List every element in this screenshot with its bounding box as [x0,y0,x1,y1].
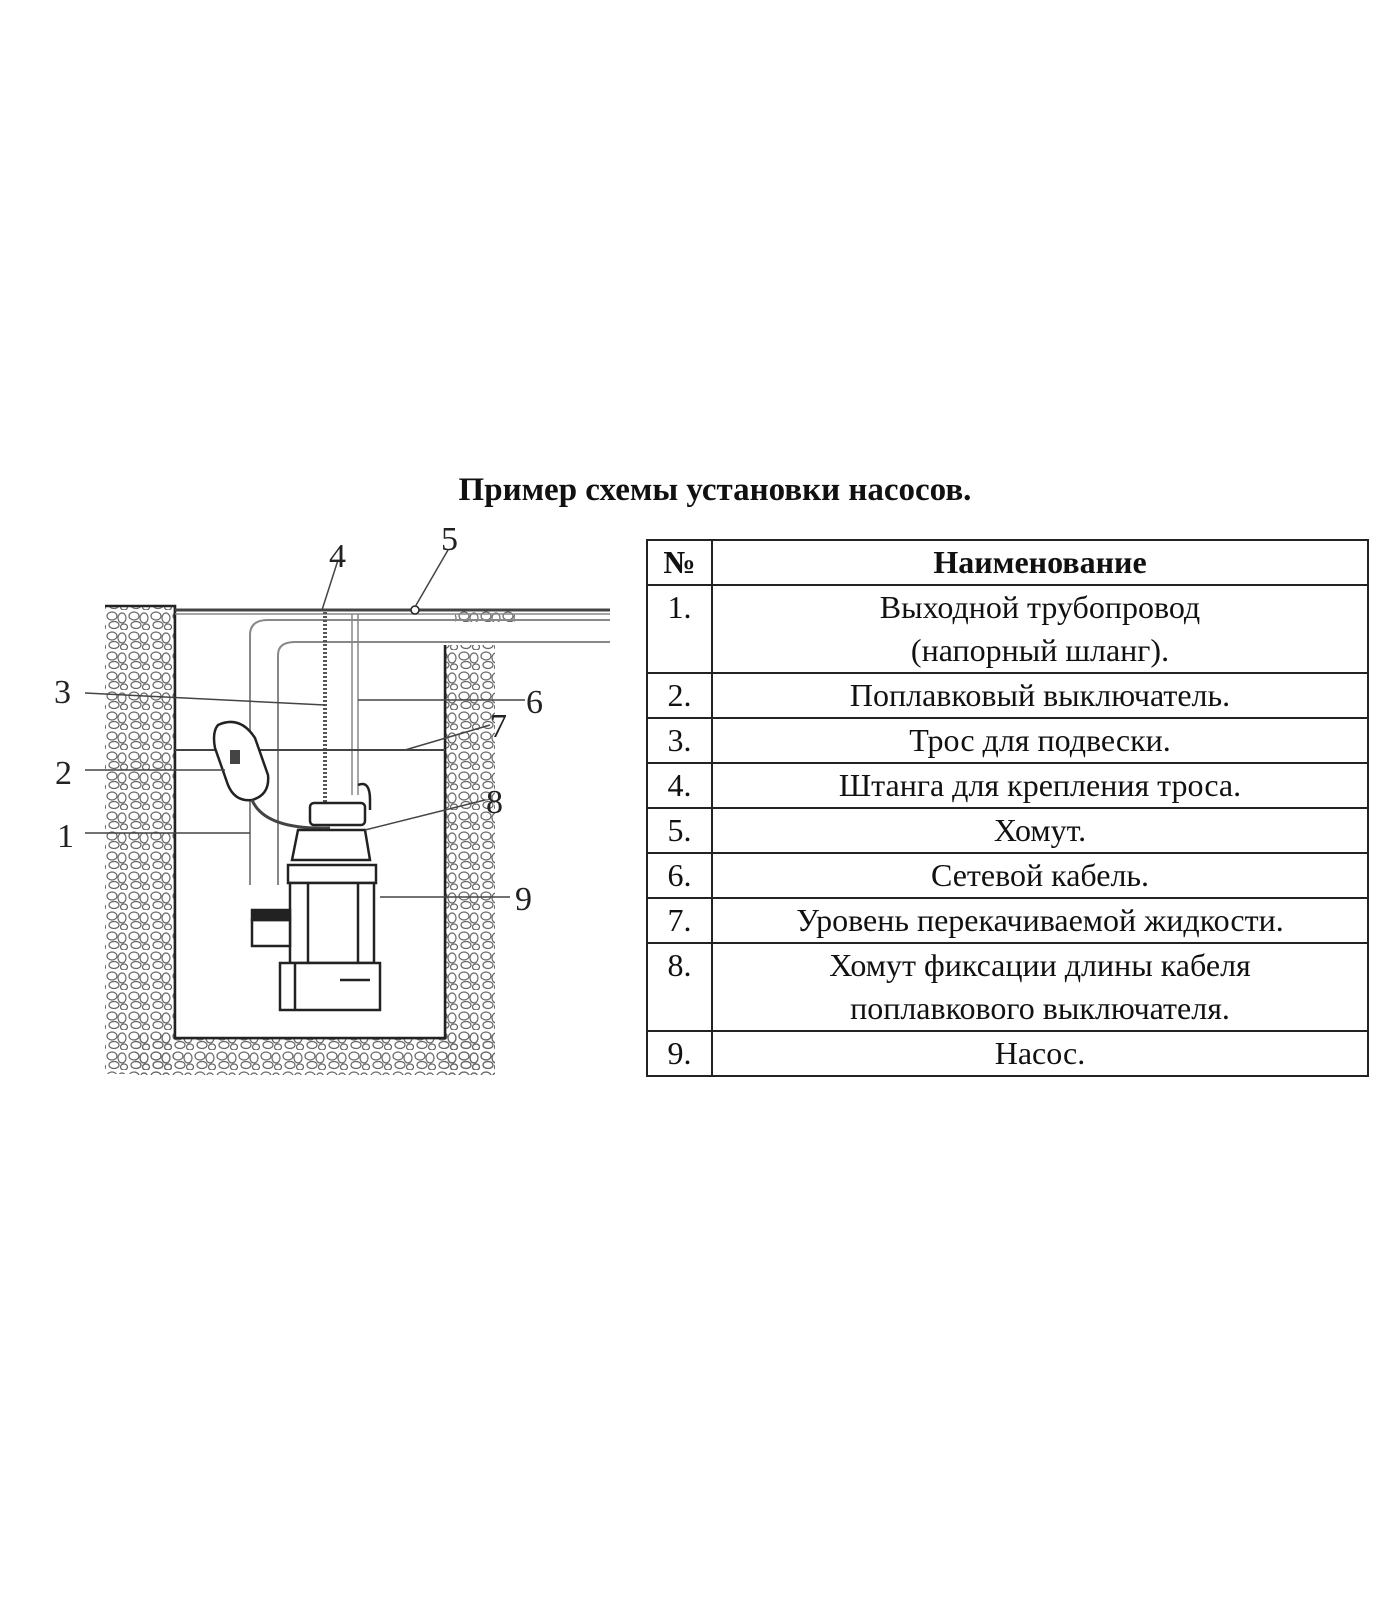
row-number: 9. [646,1030,713,1077]
row-name-line: Поплавковый выключатель. [849,677,1231,713]
clamp [410,605,420,615]
row-number: 2. [646,672,713,719]
table-row: 9. Насос. [646,1030,1369,1077]
left-wall-gravel [105,606,175,1074]
callout-9: 9 [515,881,532,918]
table-row: 8. Хомут фиксации длины кабеля поплавковог… [646,942,1369,1032]
table-header-row: № Наименование [646,539,1369,586]
floor-gravel [135,1035,495,1075]
table-row: 3. Трос для подвески. [646,717,1369,764]
row-name: Хомут фиксации длины кабеля поплавкового … [711,942,1369,1032]
parts-legend-table: № Наименование 1. Выходной трубопровод (на… [646,539,1369,1077]
row-name: Трос для подвески. [711,717,1369,764]
callout-7: 7 [490,708,507,745]
callout-3: 3 [54,674,71,711]
callout-5: 5 [441,521,458,558]
callout-8: 8 [486,784,503,821]
row-number: 8. [646,942,713,1032]
row-name-line: Хомут. [993,812,1087,848]
table-row: 1. Выходной трубопровод (напорный шланг). [646,584,1369,674]
row-name: Выходной трубопровод (напорный шланг). [711,584,1369,674]
callout-4: 4 [329,538,346,575]
table-row: 5. Хомут. [646,807,1369,854]
table-row: 7. Уровень перекачиваемой жидкости. [646,897,1369,944]
row-name-line: (напорный шланг). [910,632,1170,668]
row-name: Хомут. [711,807,1369,854]
callout-leaders [84,549,525,898]
callout-6: 6 [526,684,543,721]
row-name-line: Хомут фиксации длины кабеля [829,947,1251,983]
row-name: Насос. [711,1030,1369,1077]
row-number: 1. [646,584,713,674]
row-number: 3. [646,717,713,764]
page-title: Пример схемы установки насосов. [458,472,972,508]
pump [250,782,382,1012]
row-number: 7. [646,897,713,944]
row-name: Поплавковый выключатель. [711,672,1369,719]
row-name: Штанга для крепления троса. [711,762,1369,809]
pit-walls [105,604,515,1075]
callout-1: 1 [57,818,74,855]
outlet-pipe [249,619,610,885]
row-number: 6. [646,852,713,899]
row-name: Сетевой кабель. [711,852,1369,899]
row-name-line: Трос для подвески. [909,722,1171,758]
header-name: Наименование [711,539,1369,586]
header-number: № [646,539,713,586]
row-name-line: Сетевой кабель. [930,857,1150,893]
float-switch [212,720,331,830]
right-wall-gravel [445,645,495,1075]
row-name-line: Штанга для крепления троса. [838,767,1242,803]
row-name-line: поплавкового выключателя. [850,990,1230,1026]
table-body: 1. Выходной трубопровод (напорный шланг). 2… [646,584,1369,1077]
row-number: 4. [646,762,713,809]
table-row: 2. Поплавковый выключатель. [646,672,1369,719]
row-name-line: Выходной трубопровод [879,589,1201,625]
row-name-line: Насос. [994,1035,1086,1071]
row-number: 5. [646,807,713,854]
table-row: 6. Сетевой кабель. [646,852,1369,899]
row-name-line: Уровень перекачиваемой жидкости. [796,902,1284,938]
table-row: 4. Штанга для крепления троса. [646,762,1369,809]
pump-installation-diagram: 1 2 3 4 5 6 7 8 9 [40,510,640,1100]
row-name: Уровень перекачиваемой жидкости. [711,897,1369,944]
callout-2: 2 [55,755,72,792]
